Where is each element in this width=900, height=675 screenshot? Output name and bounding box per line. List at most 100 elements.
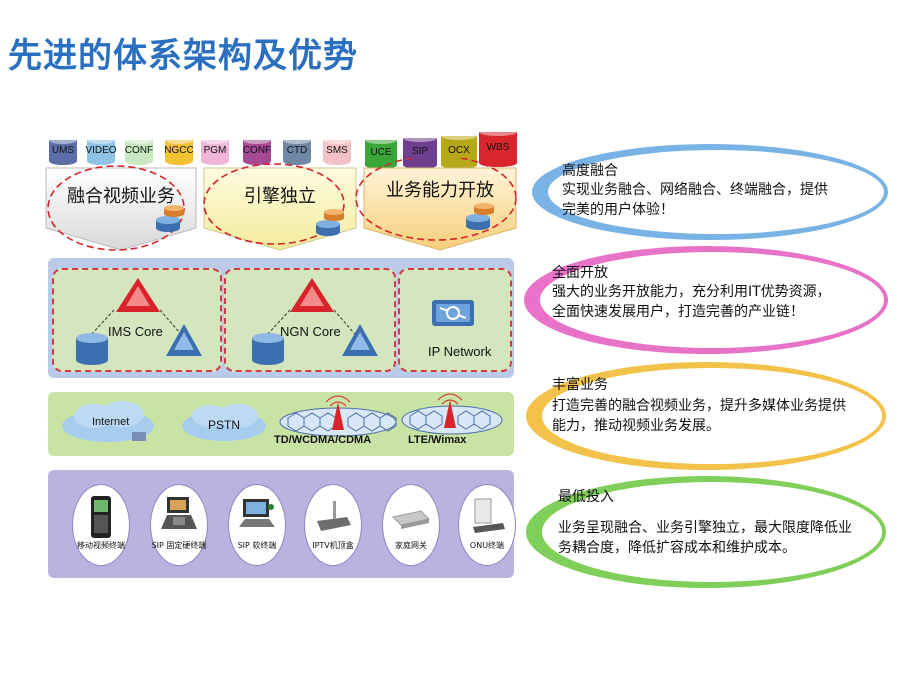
db-stack-icon — [466, 203, 494, 230]
service-cylinder-label: CTD — [286, 145, 308, 156]
service-cylinder-label: CONF — [242, 145, 272, 156]
terminal-mobile: 移动视频终端 — [72, 484, 130, 566]
advantage-ring-inner — [542, 482, 882, 582]
router-icon — [432, 300, 474, 326]
service-cylinder: WBS — [478, 128, 518, 168]
ip-network-panel: IP Network — [398, 268, 512, 372]
video-phone-icon — [161, 497, 197, 529]
access-network-icons — [62, 393, 503, 442]
database-cylinder-icon — [283, 136, 311, 165]
terminal-iptv: IPTV机顶盒 — [304, 484, 362, 566]
access-layer: Internet PSTN TD/WCDMA/CDMA LTE/Wimax — [48, 392, 514, 456]
ims-core-panel: IMS Core — [52, 268, 222, 372]
service-cylinder: VIDEO — [85, 136, 117, 166]
service-cylinder: UCE — [364, 136, 398, 170]
advantage-desc: 强大的业务开放能力，充分利用IT优势资源，全面快速发展用户，打造完善的产业链！ — [552, 284, 831, 320]
advantage-title: 高度融合 — [562, 163, 618, 179]
service-cylinder: NGCC — [164, 136, 194, 166]
network-label-lte: LTE/Wimax — [408, 434, 467, 446]
database-cylinder-icon — [479, 128, 517, 167]
terminal-label: SIP 固定硬终端 — [151, 541, 207, 550]
db-stack-icon — [316, 209, 344, 236]
database-icon — [76, 333, 108, 365]
advantage-ring-inner — [548, 150, 884, 234]
database-cylinder-icon — [323, 136, 351, 165]
service-cylinder-label: OCX — [448, 145, 470, 156]
service-cylinder-label: UCE — [370, 147, 392, 158]
database-cylinder-icon — [49, 136, 77, 165]
service-block-open: 业务能力开放 — [364, 168, 516, 238]
database-cylinder-icon — [201, 136, 229, 165]
service-cylinder-label: SMS — [326, 145, 348, 156]
mobile-network-icon — [279, 395, 397, 437]
advantage-title: 全面开放 — [552, 265, 608, 281]
advantage-ring-inner — [542, 368, 882, 464]
advantage-desc: 业务呈现融合、业务引擎独立，最大限度降低业务耦合度，降低扩容成本和维护成本。 — [558, 520, 852, 556]
service-cylinder: SMS — [322, 136, 352, 166]
service-cylinder: CONF — [124, 136, 154, 166]
dashed-ring-engine — [203, 163, 345, 245]
service-cylinder-label: CONF — [124, 145, 154, 156]
terminal-label: 移动视频终端 — [77, 541, 125, 550]
service-block-label: 业务能力开放 — [386, 180, 494, 201]
database-cylinder-icon — [403, 134, 437, 169]
internet-cloud-icon — [62, 401, 154, 442]
terminal-label: IPTV机顶盒 — [312, 541, 354, 550]
advantage-ring-inner — [540, 252, 884, 348]
database-cylinder-icon — [441, 132, 477, 169]
ngn-core-label: NGN Core — [280, 324, 341, 339]
terminal-label: SIP 软终端 — [237, 541, 277, 550]
home-gateway-icon — [391, 510, 431, 529]
advantage-desc: 实现业务融合、网络融合、终端融合，提供完美的用户体验！ — [562, 182, 828, 218]
service-cylinder: PGM — [200, 136, 230, 166]
advantage-title: 最低投入 — [558, 489, 614, 505]
advantage-desc: 打造完善的融合视频业务，提升多媒体业务提供能力，推动视频业务发展。 — [552, 398, 846, 434]
onu-device-icon — [473, 498, 505, 533]
database-cylinder-icon — [87, 136, 115, 165]
terminal-sip-soft: SIP 软终端 — [228, 484, 286, 566]
pstn-cloud-icon — [182, 404, 266, 441]
db-stack-icon — [156, 205, 184, 232]
service-cylinder: OCX — [440, 132, 478, 170]
network-label-pstn: PSTN — [208, 418, 241, 432]
service-cylinder-label: NGCC — [164, 145, 194, 156]
service-cylinder-label: WBS — [486, 142, 510, 153]
core-layer: IMS Core NGN Core IP Network — [48, 258, 514, 378]
service-block-label: 引擎独立 — [244, 186, 316, 207]
service-cylinder-label: VIDEO — [85, 145, 117, 156]
terminal-label: 家庭网关 — [395, 541, 427, 550]
ngn-core-diagram — [252, 278, 378, 365]
database-cylinder-icon — [125, 136, 153, 165]
advantage-ellipses — [524, 144, 888, 588]
network-label-internet: Internet — [92, 416, 130, 428]
ims-core-diagram — [76, 278, 202, 365]
terminal-home-gateway: 家庭网关 — [382, 484, 440, 566]
database-cylinder-icon — [243, 136, 271, 165]
service-cylinder-label: PGM — [203, 145, 227, 156]
database-icon — [252, 333, 284, 365]
service-blocks-shapes — [45, 158, 517, 251]
database-cylinder-icon — [365, 136, 397, 169]
laptop-icon — [239, 499, 275, 527]
service-block-label: 融合视频业务 — [67, 186, 175, 207]
service-cylinder: CONF — [242, 136, 272, 166]
terminal-layer: 移动视频终端 SIP 固定硬终端 SIP 软终端 IPTV机顶盒 家庭网关 — [48, 470, 516, 578]
ngn-core-panel: NGN Core — [224, 268, 396, 372]
service-cylinder-label: UMS — [51, 145, 75, 156]
lte-network-icon — [401, 393, 503, 435]
service-cylinder-label: SIP — [411, 146, 429, 157]
service-cylinder: UMS — [48, 136, 78, 166]
service-cylinder: CTD — [282, 136, 312, 166]
network-label-mobile: TD/WCDMA/CDMA — [274, 434, 372, 446]
advantage-title: 丰富业务 — [552, 377, 608, 393]
page-title: 先进的体系架构及优势 — [8, 36, 358, 76]
terminal-label: ONU终端 — [469, 541, 505, 550]
mobile-phone-icon — [91, 496, 111, 538]
ip-network-label: IP Network — [428, 344, 492, 359]
dashed-ring-open — [355, 158, 517, 241]
set-top-box-icon — [317, 501, 351, 531]
service-block-engine: 引擎独立 — [204, 168, 356, 238]
terminal-sip-hard: SIP 固定硬终端 — [150, 484, 208, 566]
database-cylinder-icon — [165, 136, 193, 165]
service-block-video: 融合视频业务 — [46, 168, 196, 238]
